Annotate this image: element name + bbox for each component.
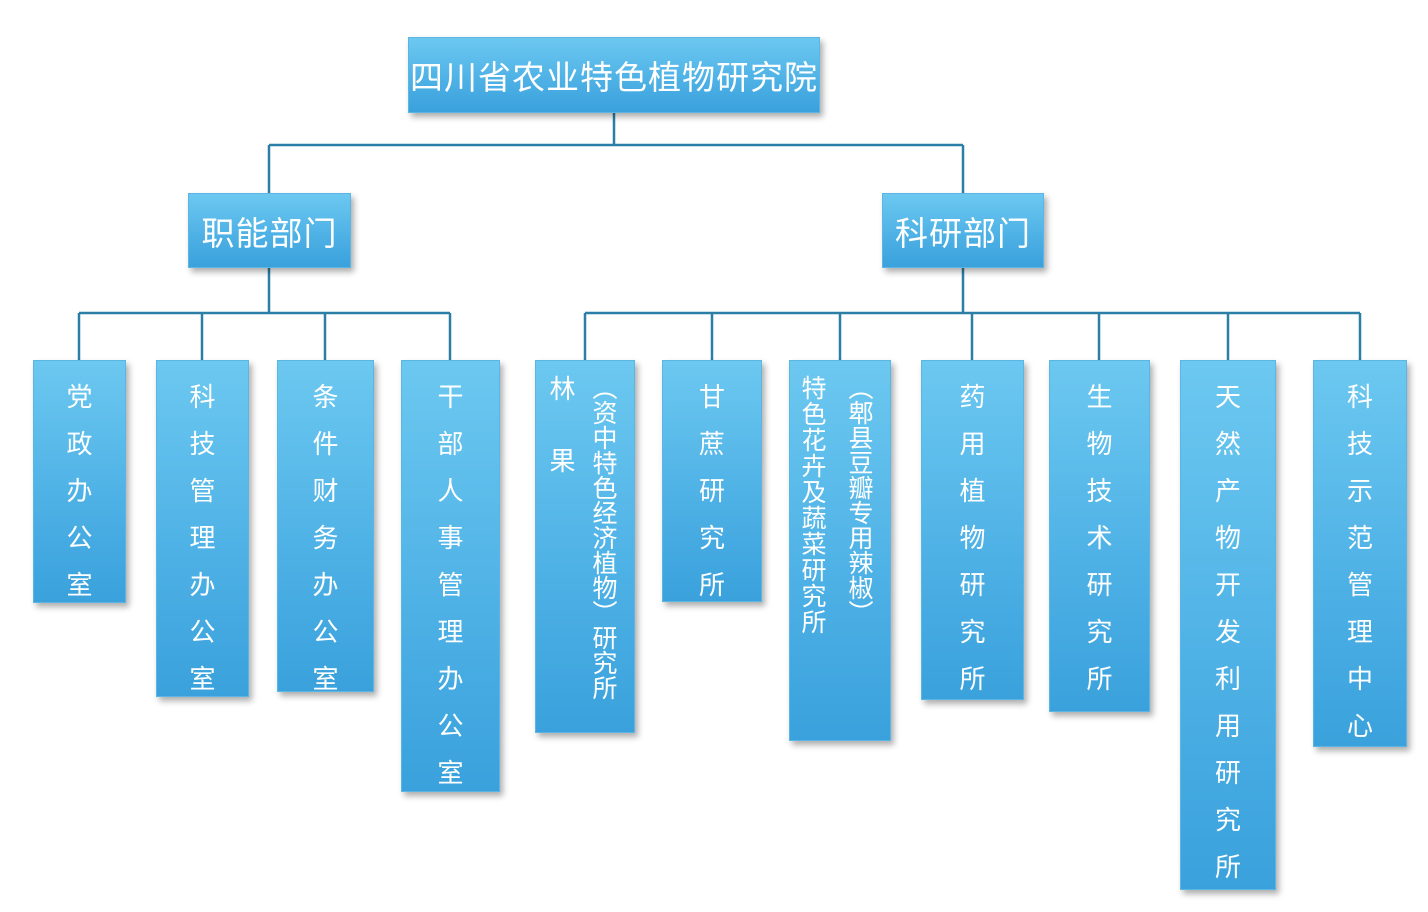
unit-party-office: 党政办公室 [33,360,126,603]
unit-sugarcane-institute: 甘蔗研究所 [662,360,762,602]
label-char: 所 [698,571,725,601]
label-char: 干 [437,383,464,413]
label-char: 理 [189,524,216,554]
label-char: 究 [959,618,986,648]
unit-label: 科技示范管理中心 [1314,375,1406,751]
label-char: 人 [437,477,464,507]
unit-label: 科技管理办公室 [157,375,248,704]
label-char: 党 [66,383,93,413]
unit-label: 生物技术研究所 [1050,375,1149,704]
unit-label-col1: 林 果 [545,375,575,481]
label-char: 研 [959,571,986,601]
label-char: 蔗 [698,430,725,460]
label-char: 利 [1214,665,1241,695]
label-char: 部 [437,430,464,460]
unit-flower-vegetable-institute: 特色花卉及蔬菜研究所 （郫县豆瓣专用辣椒） [789,360,891,741]
label-char: 理 [437,618,464,648]
label-char: 室 [189,665,216,695]
label-char: 管 [189,477,216,507]
unit-forest-fruit-institute: 林 果 （资中特色经济植物）研究所 [535,360,635,733]
label-char: 管 [1346,571,1373,601]
label-char: 公 [312,618,339,648]
label-char: 技 [1346,430,1373,460]
branch-research-departments: 科研部门 [882,193,1044,268]
unit-label: 干部人事管理办公室 [402,375,499,798]
label-char: 公 [437,712,464,742]
unit-label: 党政办公室 [34,375,125,610]
label-char: 究 [1214,806,1241,836]
label-char: 公 [189,618,216,648]
label-char: 办 [189,571,216,601]
label-char: 务 [312,524,339,554]
label-char: 生 [1086,383,1113,413]
unit-demonstration-center: 科技示范管理中心 [1313,360,1407,747]
label-char: 条 [312,383,339,413]
label-char: 究 [1086,618,1113,648]
label-char: 科 [189,383,216,413]
unit-biotech-institute: 生物技术研究所 [1049,360,1150,712]
label-char: 术 [1086,524,1113,554]
label-char: 室 [437,759,464,789]
label-char: 办 [312,571,339,601]
unit-label: 甘蔗研究所 [663,375,761,610]
label-char: 范 [1346,524,1373,554]
label-char: 物 [1086,430,1113,460]
branch-label: 职能部门 [201,213,338,253]
label-char: 研 [1086,571,1113,601]
label-char: 室 [66,571,93,601]
unit-sci-tech-management-office: 科技管理办公室 [156,360,249,697]
root-node: 四川省农业特色植物研究院 [408,37,820,113]
unit-conditions-finance-office: 条件财务办公室 [277,360,374,695]
label-char: 甘 [698,383,725,413]
label-char: 办 [66,477,93,507]
unit-medicinal-plant-institute: 药用植物研究所 [921,360,1024,700]
unit-label: 天然产物开发利用研究所 [1181,375,1275,892]
unit-label-col2: （资中特色经济植物）研究所 [589,375,618,700]
label-char: 事 [437,524,464,554]
unit-label: 条件财务办公室 [278,375,373,704]
label-char: 研 [1214,759,1241,789]
branch-functional-departments: 职能部门 [188,193,351,268]
label-char: 政 [66,430,93,460]
label-char: 然 [1214,430,1241,460]
root-label: 四川省农业特色植物研究院 [410,58,818,97]
label-char: 天 [1214,383,1241,413]
label-char: 技 [189,430,216,460]
label-char: 开 [1214,571,1241,601]
label-char: 示 [1346,477,1373,507]
unit-natural-products-institute: 天然产物开发利用研究所 [1180,360,1276,890]
label-char: 所 [1086,665,1113,695]
label-char: 产 [1214,477,1241,507]
label-char: 植 [959,477,986,507]
label-char: 究 [698,524,725,554]
unit-personnel-office: 干部人事管理办公室 [401,360,500,792]
label-char: 财 [312,477,339,507]
label-char: 物 [959,524,986,554]
label-char: 所 [1214,853,1241,883]
label-char: 室 [312,665,339,695]
label-char: 所 [959,665,986,695]
label-char: 科 [1346,383,1373,413]
branch-label: 科研部门 [895,213,1031,253]
label-char: 物 [1214,524,1241,554]
label-char: 管 [437,571,464,601]
label-char: 办 [437,665,464,695]
label-char: 件 [312,430,339,460]
label-char: 公 [66,524,93,554]
label-char: 发 [1214,618,1241,648]
label-char: 理 [1346,618,1373,648]
unit-label-col2: （郫县豆瓣专用辣椒） [845,375,874,625]
label-char: 研 [698,477,725,507]
label-char: 用 [1214,712,1241,742]
unit-label-col1: 特色花卉及蔬菜研究所 [798,375,827,635]
label-char: 用 [959,430,986,460]
label-char: 药 [959,383,986,413]
unit-label: 药用植物研究所 [922,375,1023,704]
label-char: 心 [1346,712,1373,742]
label-char: 中 [1346,665,1373,695]
label-char: 技 [1086,477,1113,507]
